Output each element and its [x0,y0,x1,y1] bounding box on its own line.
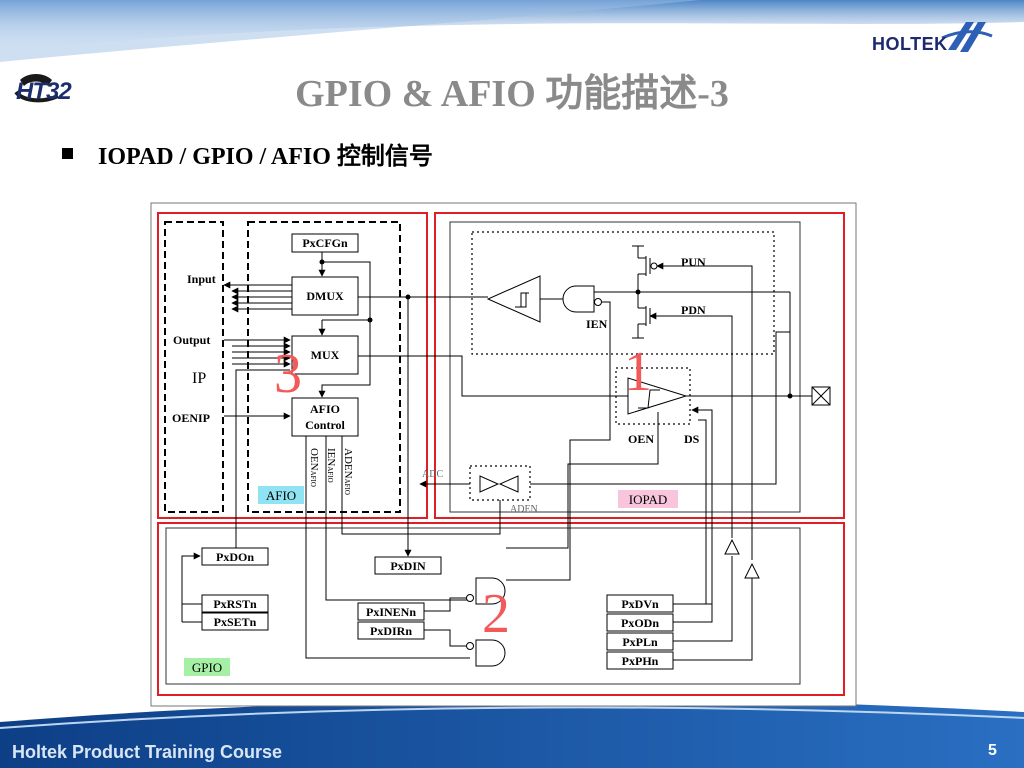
pull-down-transistor-icon [632,292,651,339]
ht32-logo-text: HT32 [16,78,72,105]
pull-dotted-box [471,231,775,355]
footer-text: Holtek Product Training Course [12,742,283,762]
afio-region-label-bg [258,486,304,504]
adc-transmission-gate-icon [479,475,519,493]
iopad-region-label-bg [618,490,678,508]
pxdvn-box [606,594,674,613]
dmux-box [291,276,359,316]
iopad-region-label: IOPAD [629,492,668,507]
oen-label: OEN [628,432,654,446]
gpio-region-label: GPIO [192,660,222,675]
inverter-pdn-icon [724,538,740,555]
ien-label: IEN [586,317,608,331]
pxphn-label: PxPHn [622,654,659,668]
dmux-label: DMUX [306,289,344,303]
pdn-label: PDN [681,303,706,317]
pxodn-label: PxODn [621,616,659,630]
afio-control-label-2: Control [305,418,345,432]
pxdon-label: PxDOn [216,550,254,564]
iopad-region-border [434,212,845,519]
holtek-logo-text: HOLTEK [872,34,948,54]
afio-control-label-1: AFIO [310,402,340,416]
inverter-pun-icon [744,562,760,579]
mux-box [291,335,359,375]
pxsetn-label: PxSETn [214,615,257,629]
pxdvn-label: PxDVn [621,597,659,611]
gpio-region-border [157,522,845,696]
pxcfgn-box [291,233,359,253]
gpio-inner-border [165,527,801,685]
bullet-square-icon [62,148,73,159]
output-signal-label: Output [173,333,210,347]
pxdirn-label: PxDIRn [370,624,412,638]
holtek-wing-icon [941,22,993,52]
pxinenn-label: PxINENn [366,605,416,619]
pxcfgn-label: PxCFGn [302,236,348,250]
callout-3: 3 [274,343,302,405]
pxrstn-label: PxRSTn [213,597,257,611]
ip-label: IP [192,370,206,387]
ip-dashed-box [164,221,224,513]
afio-dashed-box [247,221,401,513]
aden-label: ADEN [510,504,538,515]
output-buffer-icon [627,377,688,415]
and-gate-oen-gpio-icon [475,639,506,667]
pxdin-label: PxDIN [390,559,426,573]
callout-2: 2 [482,583,510,645]
adc-label: ADC [422,469,443,480]
oen-afio-label: OENAFIO [308,448,320,487]
pun-label: PUN [681,255,706,269]
iopad-inner-border [449,221,801,513]
oenip-signal-label: OENIP [172,411,210,425]
bullet-text: IOPAD / GPIO / AFIO 控制信号 [98,144,433,170]
ien-afio-label: IENAFIO [325,448,337,483]
pxdon-box [201,547,269,566]
pxpln-label: PxPLn [622,635,658,649]
callout-1: 1 [624,341,652,403]
bottom-wave-highlight [0,706,1024,729]
slide-title: GPIO & AFIO 功能描述-3 [295,73,729,115]
afio-region-label: AFIO [266,488,296,503]
input-signal-label: Input [187,272,216,286]
ht32-logo-icon [14,74,59,103]
mux-label: MUX [311,348,340,362]
afio-control-box [291,397,359,437]
page-number: 5 [988,742,997,759]
ds-label: DS [684,432,700,446]
afio-region-border [157,212,428,519]
and-gate-ien-gpio-icon [475,577,506,605]
adc-switch-dotted-box [469,465,531,501]
aden-afio-label: ADENAFIO [342,448,354,495]
pxdin-box [374,556,442,575]
top-swoosh-light [0,0,700,62]
bottom-wave [0,699,1024,768]
gpio-region-label-bg [184,658,230,676]
and-gate-ien-icon [562,285,595,313]
